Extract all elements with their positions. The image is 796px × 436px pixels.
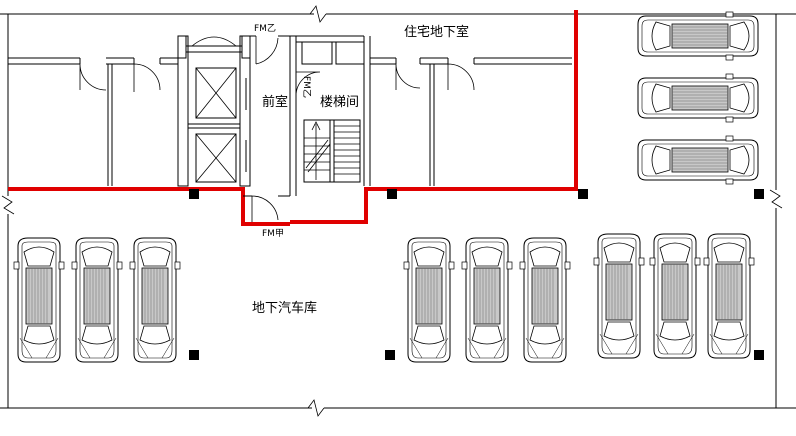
square-column-icon [189, 189, 764, 360]
core-walls [177, 35, 371, 196]
fire-separation-wall [290, 10, 578, 224]
stairwell-label: 楼梯间 [320, 95, 359, 110]
stairwell-steps [303, 119, 361, 183]
break-line-icon [1, 5, 783, 417]
outer-boundary [0, 13, 796, 409]
door-tag-fmz-top: FM乙 [254, 23, 276, 34]
door-swing-icon [251, 36, 321, 222]
residential-basement-label: 住宅地下室 [404, 24, 469, 40]
parked-cars-lower-right [593, 233, 755, 359]
corridor-walls [8, 57, 572, 186]
fire-separation-wall [8, 187, 290, 226]
parked-cars-lower-middle [403, 237, 571, 363]
door-swing-icon [79, 63, 475, 92]
door-tag-fmz-stair: FM乙 [301, 76, 312, 98]
door-tag-fmj-bottom: FM甲 [262, 228, 284, 239]
garage-label: 地下汽车库 [252, 300, 317, 316]
parked-cars-right-column [637, 11, 759, 185]
anteroom-label: 前室 [262, 94, 288, 110]
parked-cars-lower-left [13, 237, 181, 363]
elevator-cross-icon [195, 67, 237, 183]
